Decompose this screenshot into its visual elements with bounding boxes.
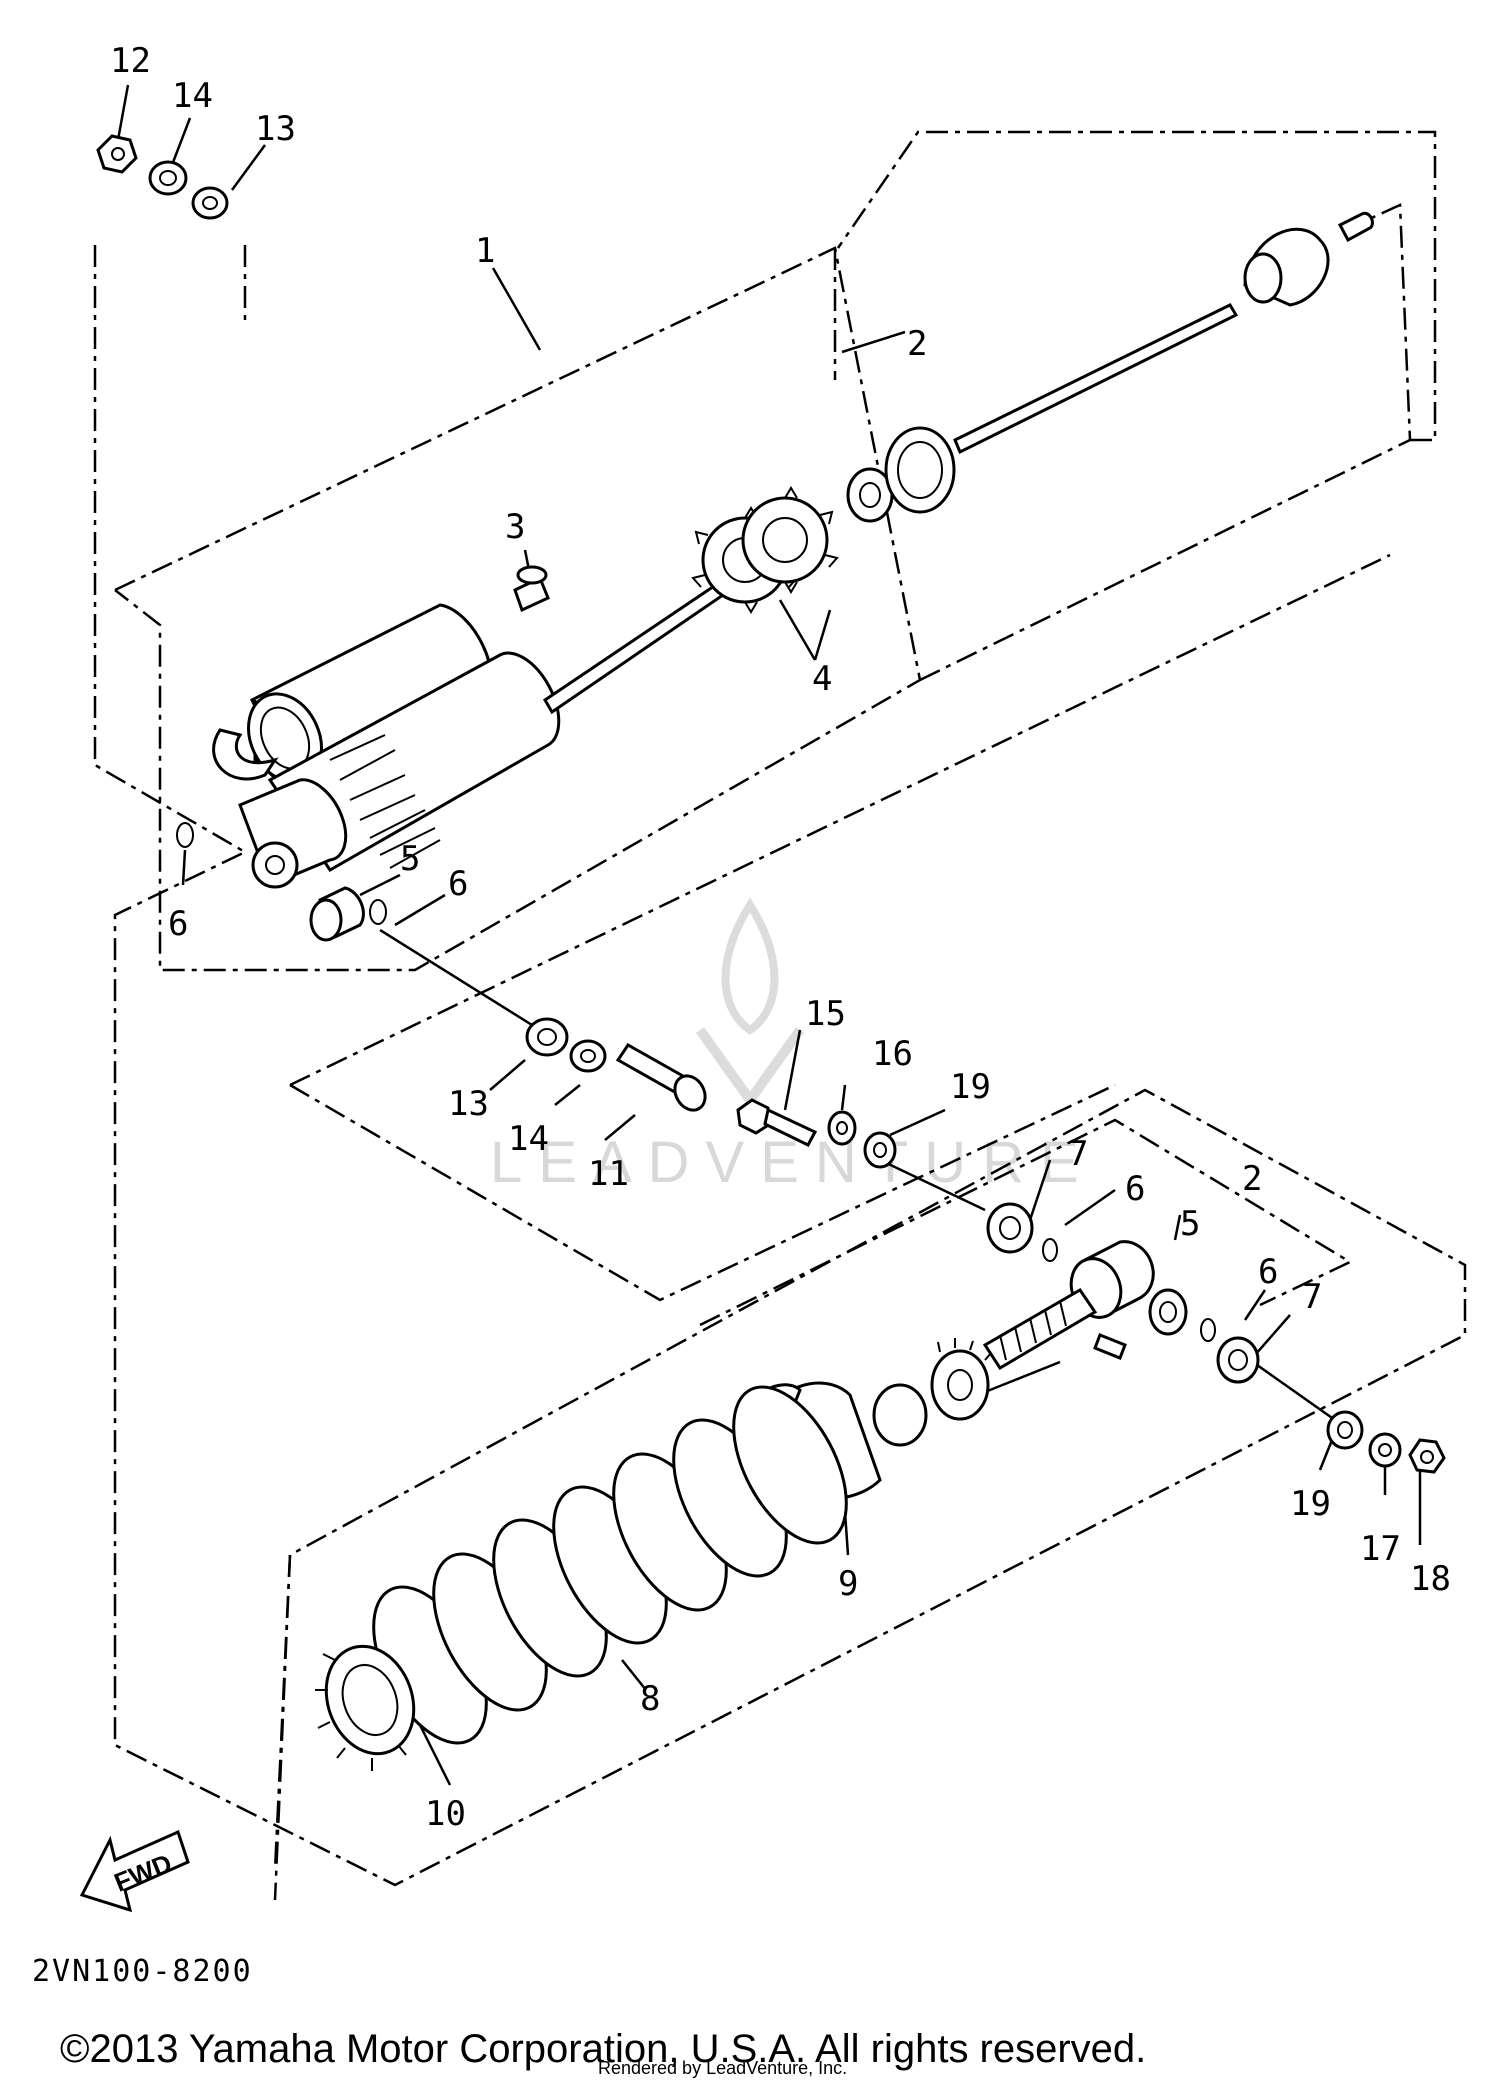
bushing-5-lower bbox=[1148, 1288, 1188, 1336]
adjusting-nuts-4 bbox=[691, 486, 839, 614]
callout-7: 7 bbox=[1068, 1134, 1088, 1174]
bushing-19-lower bbox=[1326, 1410, 1364, 1450]
circlip-6-left bbox=[176, 822, 194, 848]
fwd-arrow-icon: FWD bbox=[79, 1829, 190, 1913]
callout-14: 14 bbox=[508, 1119, 549, 1159]
pin bbox=[1093, 1333, 1127, 1360]
assembly-frames bbox=[93, 130, 1467, 1901]
bearing-7-left bbox=[986, 1202, 1034, 1254]
spring-adjuster-10 bbox=[315, 1644, 416, 1771]
washer-17 bbox=[1368, 1432, 1402, 1468]
collar-14-top bbox=[148, 160, 188, 196]
parts: FWD bbox=[79, 134, 1446, 1913]
callout-5: 5 bbox=[400, 839, 420, 879]
callout-12: 12 bbox=[110, 41, 151, 81]
callout-10: 10 bbox=[425, 1794, 466, 1834]
callout-4: 4 bbox=[812, 659, 832, 699]
callout-6: 6 bbox=[1258, 1252, 1278, 1292]
watermark-text: LEADVENTURE bbox=[490, 1130, 1095, 1195]
callout-6: 6 bbox=[448, 864, 468, 904]
callout-13: 13 bbox=[255, 109, 296, 149]
reservoir-hose bbox=[212, 728, 279, 781]
diagram-code: 2VN100-8200 bbox=[32, 1954, 253, 1989]
bolt-11 bbox=[615, 1043, 707, 1112]
callout-labels: 12 14 13 1 2 3 4 5 6 6 13 14 11 15 16 19… bbox=[110, 41, 1451, 1834]
callout-7: 7 bbox=[1302, 1277, 1322, 1317]
rod-seal bbox=[884, 426, 956, 514]
render-credit: Rendered by LeadVenture, Inc. bbox=[598, 2058, 847, 2078]
screw-3 bbox=[513, 565, 550, 613]
copyright-notice: ©2013 Yamaha Motor Corporation, U.S.A. A… bbox=[60, 2027, 1146, 2071]
bearing-7-right bbox=[1216, 1336, 1260, 1384]
leader-lines bbox=[116, 84, 1422, 1786]
lower-adjuster bbox=[872, 1338, 992, 1447]
callout-9: 9 bbox=[838, 1564, 858, 1604]
callout-5: 5 bbox=[1180, 1204, 1200, 1244]
damper-rod bbox=[953, 303, 1239, 455]
callout-11: 11 bbox=[588, 1154, 629, 1194]
callout-19: 19 bbox=[950, 1067, 991, 1107]
collar-14-mid bbox=[569, 1039, 607, 1073]
callout-14: 14 bbox=[172, 76, 213, 116]
bolt-15 bbox=[736, 1098, 818, 1147]
callout-16: 16 bbox=[872, 1034, 913, 1074]
callout-2: 2 bbox=[1242, 1159, 1262, 1199]
callout-18: 18 bbox=[1410, 1559, 1451, 1599]
rod-bushing bbox=[846, 467, 894, 523]
callout-13: 13 bbox=[448, 1084, 489, 1124]
callout-3: 3 bbox=[505, 507, 525, 547]
top-pin bbox=[1337, 211, 1374, 243]
nut-18 bbox=[1408, 1438, 1446, 1474]
callout-6: 6 bbox=[168, 904, 188, 944]
bearing-13-mid bbox=[525, 1017, 569, 1057]
bump-stopper bbox=[1243, 227, 1330, 307]
coil-spring-8 bbox=[372, 1385, 848, 1745]
callout-6: 6 bbox=[1125, 1169, 1145, 1209]
bushing-5-top bbox=[309, 886, 365, 942]
shock-reservoir bbox=[247, 603, 493, 803]
circlip-6-lower-right bbox=[1200, 1318, 1216, 1342]
circlip-6-mid bbox=[369, 899, 387, 925]
circlip-6-lower-left bbox=[1042, 1238, 1058, 1262]
callout-19: 19 bbox=[1290, 1484, 1331, 1524]
nut-12-top bbox=[96, 134, 138, 174]
piston-rod bbox=[542, 569, 745, 715]
bearing-13-top bbox=[191, 186, 229, 220]
callout-1: 1 bbox=[475, 231, 495, 271]
callout-17: 17 bbox=[1360, 1529, 1401, 1569]
shock-body bbox=[238, 651, 561, 889]
bushing-19-mid bbox=[863, 1131, 897, 1169]
leadventure-watermark: LEADVENTURE bbox=[490, 897, 1095, 1195]
callout-15: 15 bbox=[805, 994, 846, 1034]
callout-2: 2 bbox=[907, 324, 927, 364]
washer-16 bbox=[827, 1110, 857, 1146]
lower-rod-end bbox=[982, 1240, 1155, 1371]
callout-8: 8 bbox=[640, 1679, 660, 1719]
